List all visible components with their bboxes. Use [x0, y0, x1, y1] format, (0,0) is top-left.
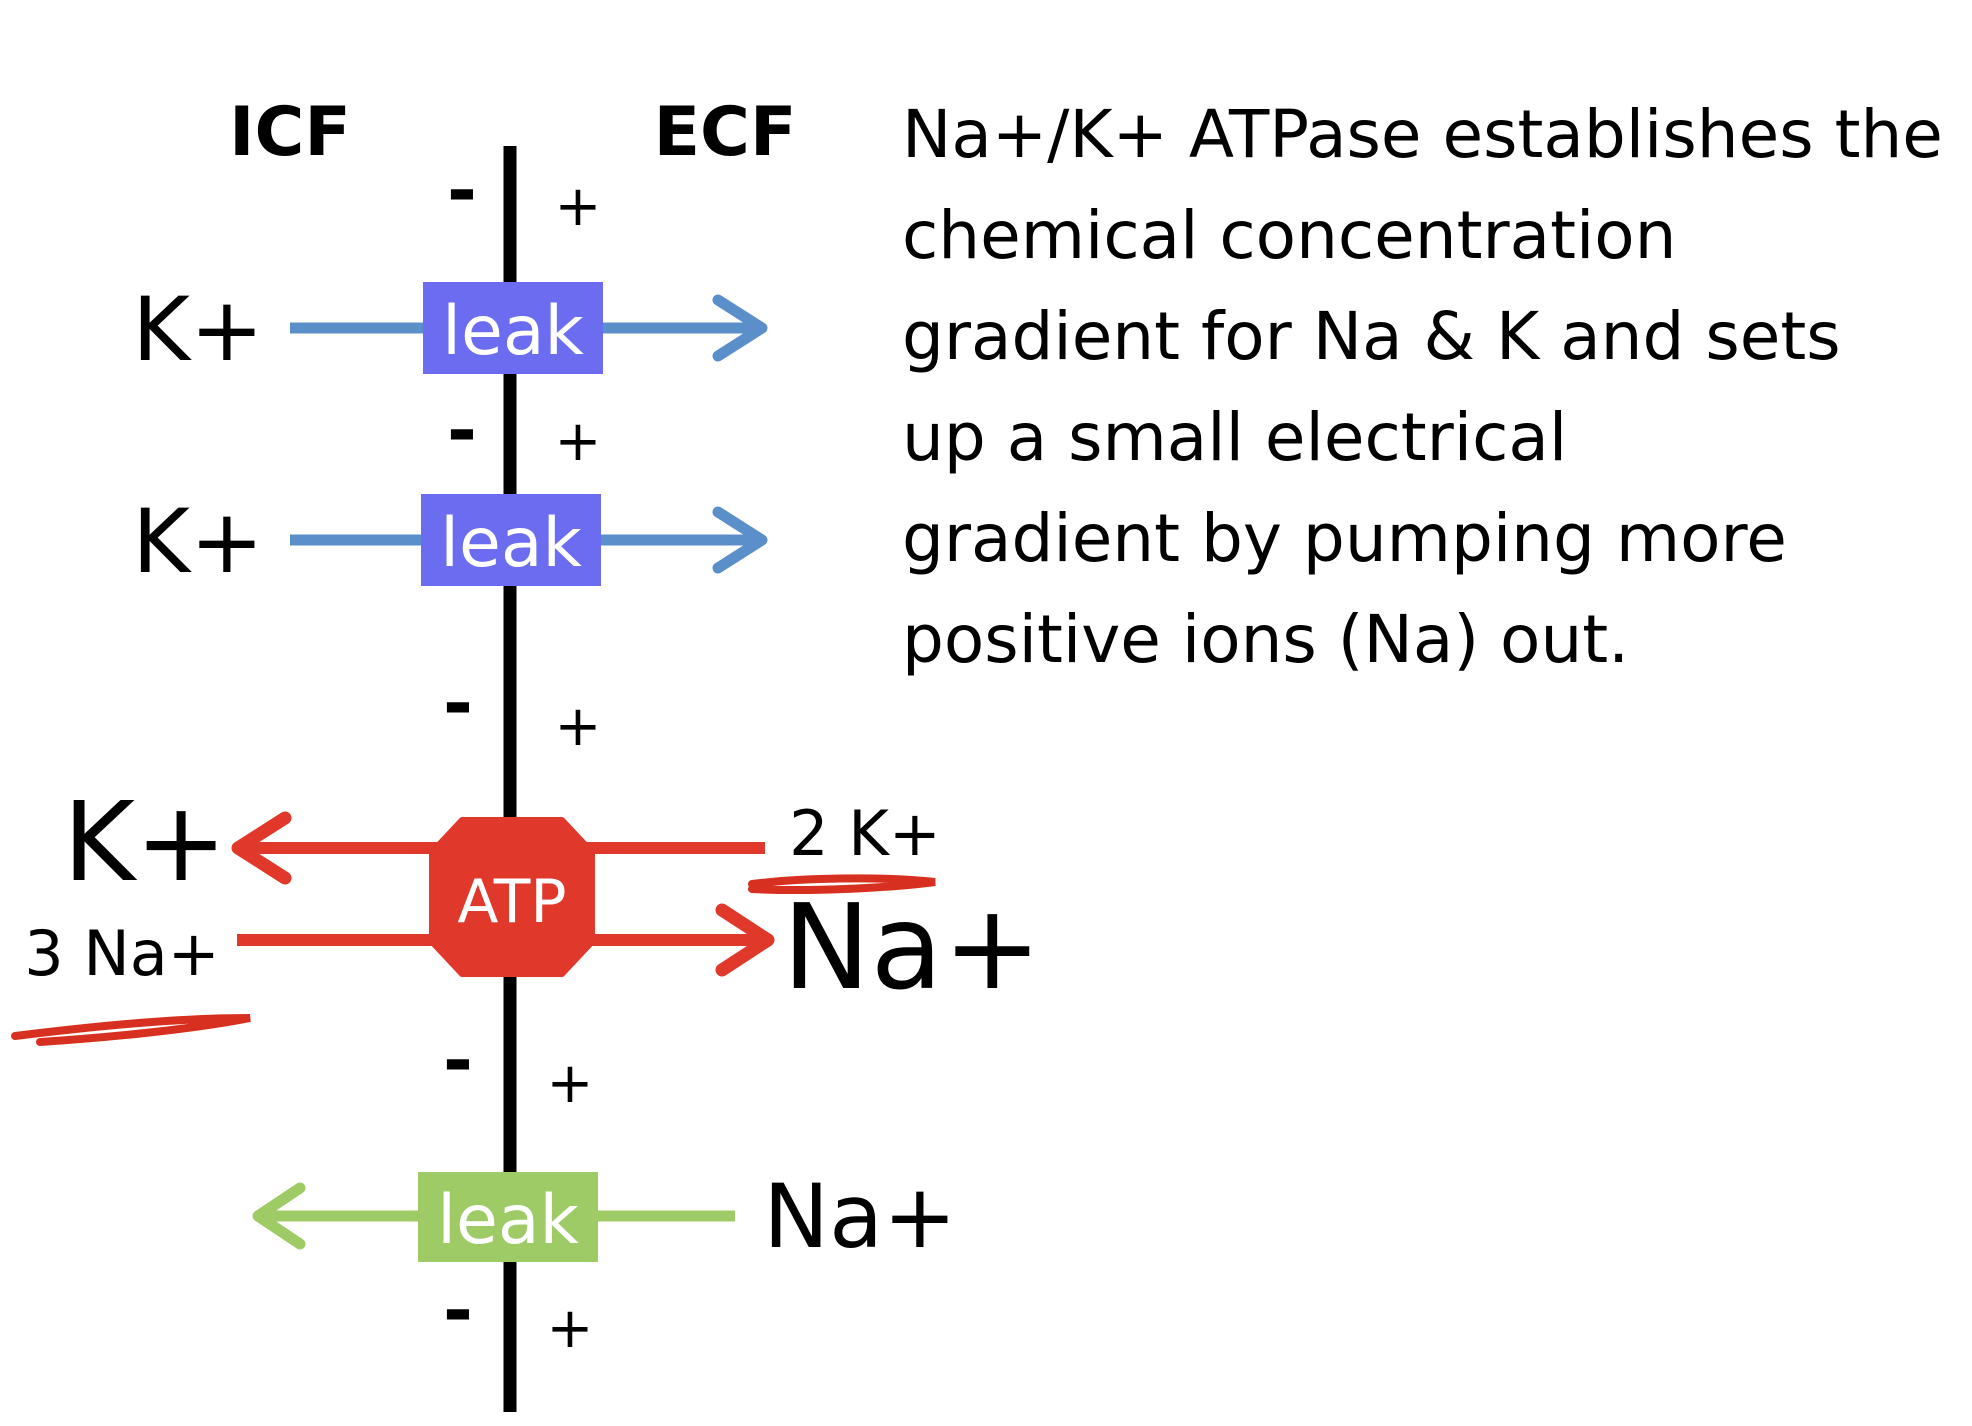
charge-minus: - [443, 1018, 473, 1102]
arrow-left-icon [252, 1182, 306, 1250]
charge-plus: + [547, 1051, 594, 1116]
na-ion-label: Na+ [782, 878, 1041, 1016]
k-ion-label: K+ [63, 778, 227, 906]
charge-plus: + [555, 409, 602, 474]
arrow-right-icon [712, 294, 768, 362]
description-text: Na+/K+ ATPase establishes the chemical c… [902, 84, 1962, 690]
atp-label: ATP [457, 867, 566, 937]
na-k-atpase-pump: K+ 2 K+ 3 Na+ Na+ ATP [24, 778, 1041, 1016]
description-line: Na+/K+ ATPase establishes the [902, 96, 1943, 173]
description-line: gradient for Na & K and sets [902, 298, 1841, 375]
k-count-label: 2 K+ [789, 797, 941, 870]
leak-channel-box [423, 282, 603, 374]
leak-label: leak [442, 292, 584, 371]
charge-minus: - [447, 388, 477, 472]
leak-label: leak [437, 1181, 579, 1260]
k-ion-label: K+ [132, 278, 263, 381]
na-ion-label: Na+ [763, 1165, 957, 1268]
atp-pump-box [429, 817, 595, 977]
charge-minus: - [447, 148, 477, 232]
description-line: gradient by pumping more [902, 500, 1787, 577]
leak-channel-box [418, 1172, 598, 1262]
description-line: up a small electrical [902, 399, 1568, 476]
k-leak-channel-2: K+ leak [132, 490, 768, 593]
leak-label: leak [440, 504, 582, 583]
description-line: positive ions (Na) out. [902, 601, 1630, 678]
charge-minus: - [443, 661, 473, 745]
charge-plus: + [555, 694, 602, 759]
ecf-label: ECF [654, 93, 797, 172]
arrow-left-icon [231, 811, 292, 885]
na-count-label: 3 Na+ [24, 917, 219, 990]
icf-label: ICF [229, 93, 351, 172]
k-ion-label: K+ [132, 490, 263, 593]
description-line: chemical concentration [902, 197, 1677, 274]
leak-channel-box [421, 494, 601, 586]
k-leak-channel-1: K+ leak [132, 278, 768, 381]
charge-plus: + [547, 1296, 594, 1361]
annotation-underline [11, 1014, 251, 1046]
annotation-underline [748, 874, 936, 895]
arrow-right-icon [712, 506, 768, 574]
arrow-right-icon [715, 903, 775, 977]
charge-plus: + [555, 174, 602, 239]
charge-minus: - [443, 1268, 473, 1352]
na-leak-channel: leak Na+ [252, 1165, 957, 1268]
